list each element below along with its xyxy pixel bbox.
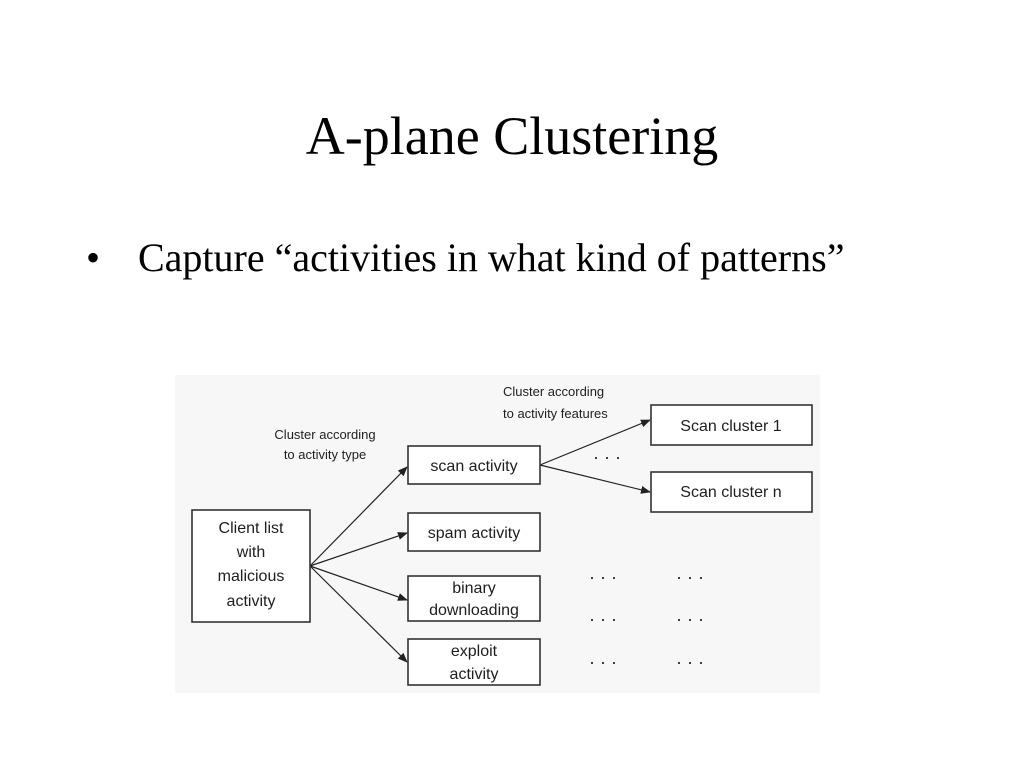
scan-cluster-n-label: Scan cluster n [680, 484, 781, 501]
bullet-dot: • [86, 235, 101, 280]
ellipsis-exploit-col-2: · · · [676, 652, 704, 672]
activity-node-scan: scan activity [407, 445, 541, 485]
ellipsis-binary-col-2: · · · [676, 567, 704, 587]
activity-spam-label: spam activity [428, 525, 520, 542]
root-node: Client list with malicious activity [191, 509, 311, 623]
clustering-diagram: Client list with malicious activity Clus… [175, 375, 820, 693]
edge-scan-cluster-n [539, 464, 651, 494]
ellipsis-exploit-col-1: · · · [589, 652, 617, 672]
scan-cluster-1-label: Scan cluster 1 [680, 418, 781, 435]
edge-label-activity-type: Cluster according to activity type [274, 427, 375, 462]
edge-label-features-line-2: to activity features [503, 406, 608, 421]
activity-exploit-line-2: activity [450, 666, 499, 683]
activity-node-exploit: exploit activity [407, 638, 541, 686]
bullet-item: • Capture “activities in what kind of pa… [86, 232, 846, 284]
scan-cluster-n-node: Scan cluster n [650, 471, 813, 513]
edge-label-features-line-1: Cluster according [503, 384, 604, 399]
edge-label-activity-features: Cluster according to activity features [503, 384, 608, 421]
edge-scan-cluster-1 [539, 419, 651, 466]
root-line-3: malicious [218, 568, 285, 585]
activity-node-binary: binary downloading [407, 575, 541, 622]
edge-root-binary [309, 565, 408, 601]
activity-binary-line-2: downloading [429, 602, 519, 619]
edge-root-scan [309, 466, 408, 567]
bullet-text: Capture “activities in what kind of patt… [138, 235, 845, 280]
diagram-canvas: Client list with malicious activity Clus… [191, 384, 813, 686]
ellipsis-binary-col-1: · · · [589, 567, 617, 587]
activity-binary-line-1: binary [452, 580, 496, 597]
ellipsis-between-clusters: · · · [593, 447, 621, 467]
edge-label-type-line-2: to activity type [284, 447, 366, 462]
ellipsis-mid-col-1: · · · [589, 609, 617, 629]
activity-exploit-line-1: exploit [451, 643, 498, 660]
edge-label-type-line-1: Cluster according [274, 427, 375, 442]
root-line-4: activity [227, 593, 276, 610]
ellipsis-mid-col-2: · · · [676, 609, 704, 629]
activity-scan-label: scan activity [430, 458, 517, 475]
root-line-2: with [236, 544, 265, 561]
scan-cluster-1-node: Scan cluster 1 [650, 404, 813, 446]
root-line-1: Client list [219, 520, 284, 537]
edge-root-exploit [309, 565, 408, 663]
activity-node-spam: spam activity [407, 512, 541, 552]
edge-root-spam [309, 532, 408, 567]
page-title: A-plane Clustering [305, 106, 719, 166]
